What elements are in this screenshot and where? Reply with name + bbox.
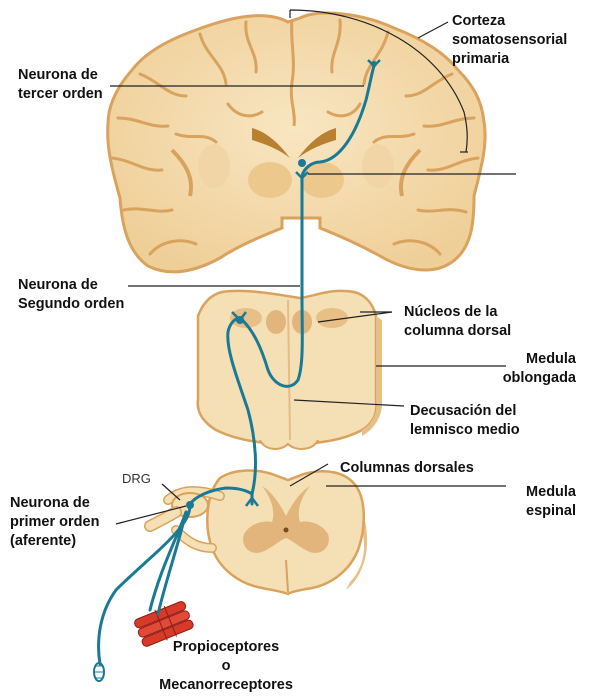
- label-medulla-oblongata: Medula oblongada: [503, 350, 576, 388]
- label-first-order-line1: Neurona de: [10, 494, 99, 513]
- label-decussation-line2: lemnisco medio: [410, 421, 520, 440]
- label-first-order-line2: primer orden: [10, 513, 99, 532]
- label-dorsal-column-nuclei: Núcleos de la columna dorsal: [404, 303, 511, 341]
- label-receptors-line1: Propioceptores: [148, 638, 304, 657]
- brain-coronal-section: [108, 13, 485, 272]
- label-dorsal-nuclei-line1: Núcleos de la: [404, 303, 511, 322]
- label-receptors-line2: o: [148, 657, 304, 676]
- label-spinal-cord: Medula espinal: [526, 483, 576, 521]
- label-receptors-line3: Mecanorreceptores: [148, 676, 304, 695]
- medulla-oblongata-section: [198, 291, 382, 449]
- label-drg: DRG: [122, 469, 151, 488]
- label-cortex-line3: primaria: [452, 50, 567, 69]
- label-cortex: Corteza somatosensorial primaria: [452, 12, 567, 69]
- label-spinal-line2: espinal: [526, 502, 576, 521]
- label-third-order-line2: tercer orden: [18, 85, 103, 104]
- label-dorsal-columns: Columnas dorsales: [340, 459, 474, 478]
- label-cortex-line1: Corteza: [452, 12, 567, 31]
- label-first-order-line3: (aferente): [10, 532, 99, 551]
- label-medulla-line2: oblongada: [503, 369, 576, 388]
- label-lemniscus-decussation: Decusación del lemnisco medio: [410, 402, 520, 440]
- label-spinal-line1: Medula: [526, 483, 576, 502]
- label-second-order-line2: Segundo orden: [18, 295, 124, 314]
- label-decussation-line1: Decusación del: [410, 402, 520, 421]
- label-second-order-neuron: Neurona de Segundo orden: [18, 276, 124, 314]
- label-third-order-line1: Neurona de: [18, 66, 103, 85]
- label-second-order-line1: Neurona de: [18, 276, 124, 295]
- label-third-order-neuron: Neurona de tercer orden: [18, 66, 103, 104]
- label-first-order-neuron: Neurona de primer orden (aferente): [10, 494, 99, 551]
- label-receptors: Propioceptores o Mecanorreceptores: [148, 638, 304, 695]
- label-medulla-line1: Medula: [503, 350, 576, 369]
- label-dorsal-nuclei-line2: columna dorsal: [404, 322, 511, 341]
- spinal-cord-section: [150, 471, 367, 594]
- label-cortex-line2: somatosensorial: [452, 31, 567, 50]
